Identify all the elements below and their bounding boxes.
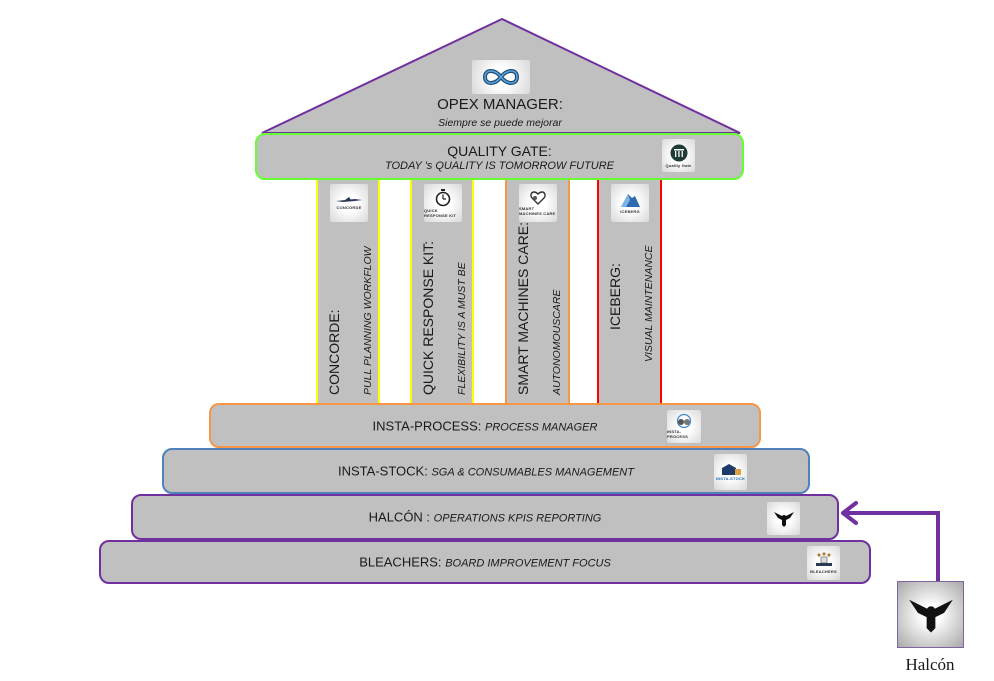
smart-machines-care-logo: SMART MACHINES CARE [519, 184, 557, 222]
pillar-quick-response-kit: QUICK RESPONSE KIT QUICK RESPONSE KIT: F… [410, 180, 474, 404]
airplane-icon [336, 197, 362, 202]
step-halcon-label: HALCÓN : OPERATIONS KPIS REPORTING [133, 510, 837, 525]
step-insta-process-label: INSTA-PROCESS: PROCESS MANAGER [211, 418, 759, 433]
roof-title: OPEX MANAGER: [437, 96, 563, 113]
pillar-smart-machines-care: SMART MACHINES CARE SMART MACHINES CARE:… [505, 180, 570, 404]
infinity-icon [482, 69, 520, 85]
pillar-smart-machines-care-title: SMART MACHINES CARE: [515, 222, 531, 395]
stopwatch-icon [435, 188, 451, 206]
smart-machines-care-logo-caption: SMART MACHINES CARE [519, 205, 556, 216]
insta-process-logo: INSTA-PROCESS [667, 410, 701, 443]
heart-gear-icon [530, 190, 546, 205]
step-halcon-title: HALCÓN : [368, 509, 431, 525]
step-halcon: HALCÓN : OPERATIONS KPIS REPORTING [131, 494, 839, 540]
pillar-smart-machines-care-subtitle: AUTONOMOUSCARE [551, 289, 563, 395]
insta-stock-logo-caption: INSTA-STOCK [715, 476, 746, 481]
quality-gate-subtitle: TODAY 's QUALITY IS TOMORROW FUTURE [384, 160, 615, 172]
pillar-quick-response-kit-title: QUICK RESPONSE KIT: [420, 240, 436, 395]
iceberg-logo: ICEBERG [611, 184, 649, 222]
step-insta-stock-title: INSTA-STOCK: [338, 463, 428, 479]
opex-logo [472, 60, 530, 94]
iceberg-icon [621, 194, 640, 207]
roof-subtitle: Siempre se puede mejorar [438, 117, 562, 129]
board-people-icon [815, 552, 832, 566]
gears-icon [676, 414, 692, 428]
quality-gate-logo: Quality Gate [662, 139, 695, 172]
step-insta-stock: INSTA-STOCK: SGA & CONSUMABLES MANAGEMEN… [162, 448, 810, 494]
step-halcon-subtitle: OPERATIONS KPIS REPORTING [433, 512, 602, 525]
warehouse-icon [721, 464, 741, 475]
quick-response-kit-logo: QUICK RESPONSE KIT [424, 184, 462, 222]
pillar-quick-response-kit-subtitle: FLEXIBILITY IS A MUST BE [456, 262, 468, 395]
pillar-iceberg-subtitle: VISUAL MAINTENANCE [643, 245, 655, 363]
step-insta-process-title: INSTA-PROCESS: [372, 418, 482, 433]
step-insta-process-subtitle: PROCESS MANAGER [485, 421, 598, 433]
concorde-logo: CONCORDE [330, 184, 368, 222]
step-bleachers-title: BLEACHERS: [359, 554, 442, 570]
step-insta-stock-label: INSTA-STOCK: SGA & CONSUMABLES MANAGEMEN… [164, 464, 808, 479]
halcon-callout-logo [897, 581, 964, 648]
halcon-logo [767, 502, 800, 535]
pillar-concorde: CONCORDE CONCORDE: PULL PLANNING WORKFLO… [316, 180, 380, 404]
quality-gate-title: QUALITY GATE: [447, 143, 552, 159]
quick-response-kit-logo-caption: QUICK RESPONSE KIT [424, 207, 457, 218]
pillar-concorde-subtitle: PULL PLANNING WORKFLOW [362, 246, 374, 395]
pillar-iceberg: ICEBERG ICEBERG: VISUAL MAINTENANCE [597, 180, 662, 404]
halcon-callout-caption: Halcón [905, 655, 955, 674]
bleachers-logo: BLEACHERS [807, 546, 840, 580]
pillar-iceberg-title: ICEBERG: [607, 263, 623, 330]
falcon-icon [773, 511, 794, 527]
step-bleachers-label: BLEACHERS: BOARD IMPROVEMENT FOCUS [101, 555, 869, 570]
iceberg-logo-caption: ICEBERG [620, 209, 640, 214]
step-bleachers-subtitle: BOARD IMPROVEMENT FOCUS [445, 557, 611, 570]
quality-gate-logo-caption: Quality Gate [665, 162, 692, 168]
insta-stock-logo: INSTA-STOCK [714, 454, 747, 490]
falcon-icon [908, 599, 953, 632]
pillar-concorde-title: CONCORDE: [326, 309, 342, 395]
step-insta-process: INSTA-PROCESS: PROCESS MANAGER INSTA-PRO… [209, 403, 761, 448]
gate-columns-icon [670, 144, 687, 161]
concorde-logo-caption: CONCORDE [336, 205, 362, 210]
insta-process-logo-caption: INSTA-PROCESS [667, 429, 688, 439]
step-bleachers: BLEACHERS: BOARD IMPROVEMENT FOCUS BLEAC… [99, 540, 871, 584]
bleachers-logo-caption: BLEACHERS [810, 569, 837, 574]
step-insta-stock-subtitle: SGA & CONSUMABLES MANAGEMENT [431, 466, 634, 479]
